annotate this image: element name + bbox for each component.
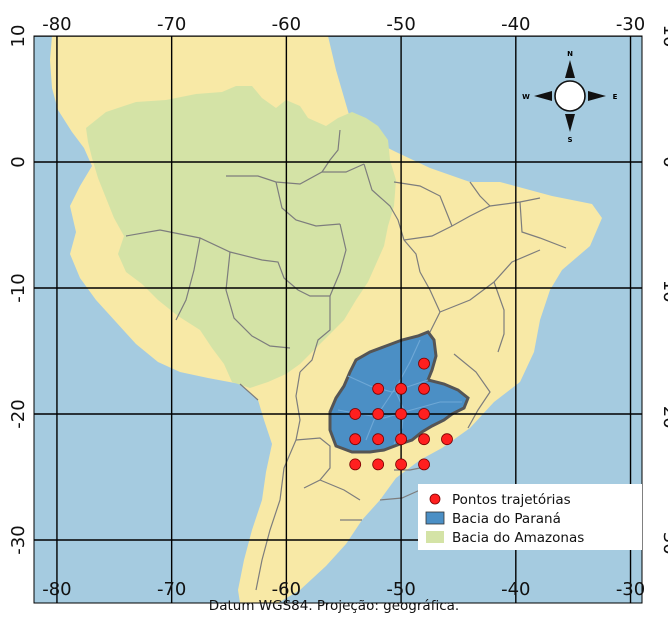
trajectory-point bbox=[418, 433, 430, 446]
latitude-tick-left: -30 bbox=[8, 525, 29, 554]
trajectory-point bbox=[418, 357, 430, 370]
map-caption: Datum WGS84. Projeção: geográfica. bbox=[208, 598, 460, 614]
compass-south-label: S bbox=[567, 136, 572, 144]
longitude-tick-top: -50 bbox=[386, 14, 415, 35]
legend-amazon-symbol bbox=[426, 531, 444, 543]
map-legend: Pontos trajetórias Bacia do Paraná Bacia… bbox=[418, 484, 642, 550]
latitude-tick-right: -10 bbox=[659, 273, 668, 302]
legend-label-points: Pontos trajetórias bbox=[452, 492, 571, 508]
trajectory-point bbox=[395, 433, 407, 446]
longitude-tick-top: -60 bbox=[272, 14, 301, 35]
coordinate-tick-labels: -80 -80 -70 -70 -60 -60 -50 -50 -40 -40 -30 -30 10 10… bbox=[8, 14, 668, 600]
trajectory-point bbox=[349, 433, 362, 446]
latitude-tick-left: 10 bbox=[8, 25, 29, 48]
legend-label-parana: Bacia do Paraná bbox=[452, 511, 561, 527]
legend-parana-symbol bbox=[425, 511, 445, 525]
latitude-tick-right: 0 bbox=[659, 156, 668, 167]
legend-box bbox=[418, 484, 642, 550]
trajectory-point bbox=[395, 408, 407, 420]
trajectory-point bbox=[372, 382, 385, 395]
trajectory-point bbox=[395, 458, 407, 471]
longitude-tick-bottom: -30 bbox=[616, 579, 645, 600]
latitude-tick-left: -20 bbox=[8, 399, 29, 428]
compass-north-arrow-icon bbox=[565, 60, 575, 78]
latitude-tick-left: 0 bbox=[8, 156, 29, 167]
longitude-tick-bottom: -80 bbox=[42, 579, 71, 600]
latitude-tick-right: 10 bbox=[659, 25, 668, 48]
legend-point-symbol bbox=[429, 493, 441, 505]
longitude-tick-bottom: -40 bbox=[501, 579, 530, 600]
trajectory-point bbox=[418, 458, 430, 471]
trajectory-point bbox=[418, 408, 430, 420]
trajectory-points bbox=[349, 357, 453, 471]
latitude-tick-right: -20 bbox=[659, 399, 668, 428]
trajectory-point bbox=[418, 382, 430, 395]
legend-label-amazon: Bacia do Amazonas bbox=[452, 530, 584, 546]
compass-east-label: E bbox=[613, 93, 618, 101]
graticule-grid bbox=[34, 36, 642, 603]
longitude-tick-bottom: -60 bbox=[272, 579, 301, 600]
trajectory-point bbox=[349, 458, 362, 471]
political-boundaries bbox=[125, 129, 567, 591]
trajectory-point bbox=[349, 408, 362, 420]
latitude-tick-right: -30 bbox=[659, 525, 668, 554]
trajectory-point bbox=[395, 382, 407, 395]
longitude-tick-top: -40 bbox=[501, 14, 530, 35]
trajectory-point bbox=[372, 408, 385, 420]
compass-west-label: W bbox=[522, 93, 530, 101]
compass-east-arrow-icon bbox=[588, 91, 606, 101]
latitude-tick-left: -10 bbox=[8, 273, 29, 302]
trajectory-point bbox=[441, 433, 453, 446]
longitude-tick-bottom: -50 bbox=[386, 579, 415, 600]
trajectory-point bbox=[372, 433, 385, 446]
longitude-tick-bottom: -70 bbox=[157, 579, 186, 600]
compass-circle bbox=[554, 80, 586, 112]
compass-west-arrow-icon bbox=[534, 91, 552, 101]
longitude-tick-top: -70 bbox=[157, 14, 186, 35]
compass-rose: N S E W bbox=[522, 50, 617, 144]
trajectory-point bbox=[372, 458, 385, 471]
compass-north-label: N bbox=[567, 50, 573, 58]
longitude-tick-top: -80 bbox=[42, 14, 71, 35]
compass-south-arrow-icon bbox=[565, 114, 575, 132]
longitude-tick-top: -30 bbox=[616, 14, 645, 35]
